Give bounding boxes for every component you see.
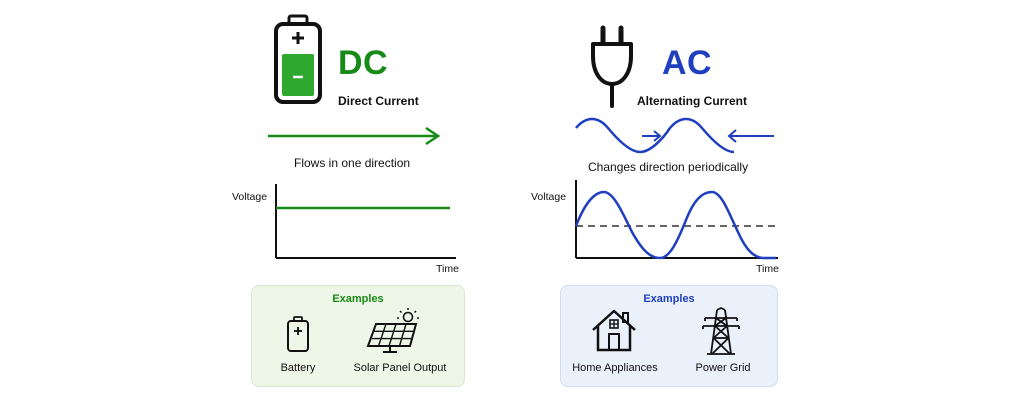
ac-subtitle: Alternating Current	[637, 94, 748, 108]
plug-icon	[591, 25, 633, 108]
dc-y-axis-label: Voltage	[232, 191, 268, 203]
ac-y-axis-label: Voltage	[531, 191, 567, 203]
dc-flow-arrow	[268, 126, 441, 146]
battery-icon	[287, 316, 309, 352]
dc-example-battery-label: Battery	[280, 362, 316, 374]
arrow-left-icon	[727, 129, 774, 143]
dc-flow-caption: Flows in one direction	[294, 156, 411, 170]
ac-title: AC	[662, 44, 713, 82]
dc-voltage-graph	[275, 184, 456, 259]
ac-x-axis-label: Time	[756, 263, 779, 275]
house-icon	[592, 309, 636, 352]
dc-example-solar-label: Solar Panel Output	[353, 362, 447, 374]
dc-title: DC	[338, 44, 389, 82]
battery-icon	[274, 14, 322, 104]
ac-flow-wave	[575, 117, 774, 154]
arrow-right-icon	[642, 130, 662, 142]
ac-flow-caption: Changes direction periodically	[588, 160, 749, 174]
ac-examples-title: Examples	[643, 293, 695, 305]
ac-examples-panel: Examples Home Appliances	[560, 285, 778, 387]
ac-voltage-graph	[574, 180, 778, 260]
dc-subtitle: Direct Current	[338, 94, 419, 108]
solar-panel-icon	[366, 308, 419, 353]
ac-flow-wave-line	[575, 117, 735, 154]
power-tower-icon	[702, 307, 740, 355]
ac-example-home-label: Home Appliances	[572, 362, 658, 374]
dc-examples-title: Examples	[332, 293, 384, 305]
dc-examples-panel: Examples Battery	[251, 285, 465, 387]
ac-voltage-wave	[574, 190, 776, 260]
dc-x-axis-label: Time	[436, 263, 459, 275]
ac-example-grid-label: Power Grid	[695, 362, 751, 374]
